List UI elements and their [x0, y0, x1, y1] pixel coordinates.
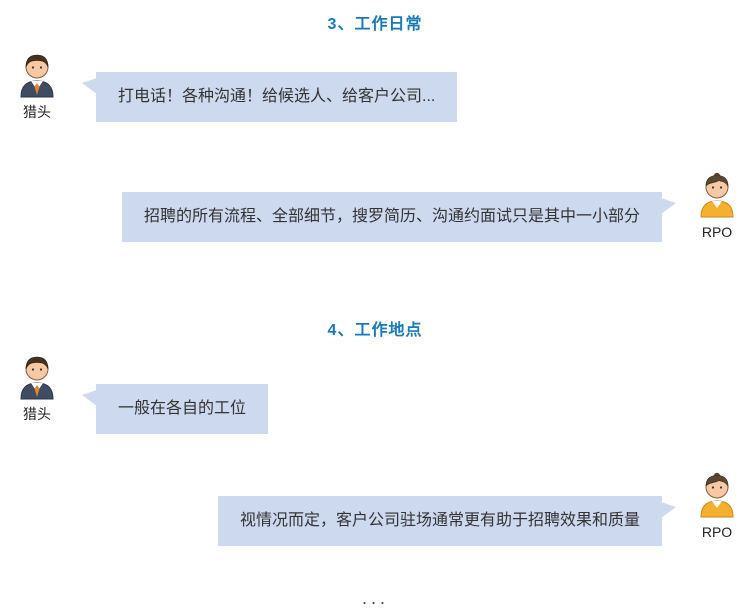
speaker-label-rpo: RPO: [701, 524, 733, 540]
section-title-work-location: 4、工作地点: [327, 322, 423, 339]
more-content-indicator: ···: [361, 592, 389, 611]
chat-bubble-rpo: 招聘的所有流程、全部细节，搜罗简历、沟通约面试只是其中一小部分: [121, 192, 677, 242]
chat-bubble-rpo: 视情况而定，客户公司驻场通常更有助于招聘效果和质量: [217, 496, 677, 546]
speaker-label-rpo: RPO: [701, 224, 733, 240]
chat-bubble-headhunter: 一般在各自的工位: [81, 384, 269, 434]
chat-bubble-headhunter: 打电话！各种沟通！给候选人、给客户公司...: [81, 72, 458, 122]
section-title-work-routine: 3、工作日常: [327, 16, 423, 33]
rpo-avatar-icon: [693, 470, 741, 518]
headhunter-avatar-icon: [13, 50, 61, 98]
rpo-avatar-icon: [693, 170, 741, 218]
speaker-label-headhunter: 猎头: [23, 104, 51, 120]
speaker-label-headhunter: 猎头: [23, 406, 51, 422]
headhunter-avatar-icon: [13, 352, 61, 400]
